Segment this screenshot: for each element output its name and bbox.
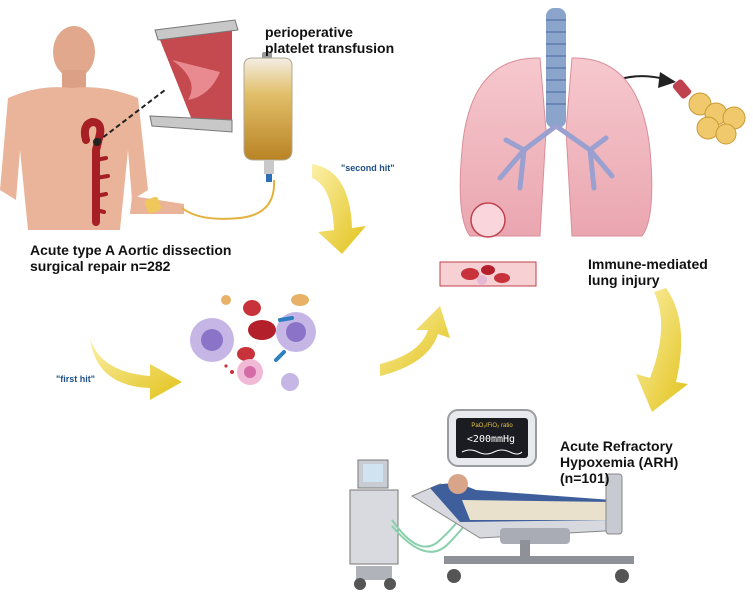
to-arh-arrow: [636, 288, 688, 412]
oxygen-monitor-icon: [447, 409, 537, 467]
iv-line: [181, 179, 276, 220]
ventilator-icon: [349, 459, 473, 590]
iv-bag-icon: [243, 52, 293, 182]
lungs-icon: [459, 8, 653, 238]
monitor-title: PaO₂/FiO₂ ratio: [471, 423, 513, 429]
first-hit-label: "first hit": [56, 374, 96, 384]
monitor-value: <200mmHg: [466, 434, 516, 445]
first-hit-arrow: [90, 338, 182, 400]
arh-label-line3: (n=101): [560, 470, 610, 486]
to-lung-arrow: [380, 306, 450, 376]
surgery-label: Acute type A Aortic dissection surgical …: [30, 242, 231, 274]
transfusion-label-line1: perioperative: [265, 24, 353, 40]
hospital-bed-icon: [410, 473, 634, 583]
arh-label-line1: Acute Refractory: [560, 438, 673, 454]
lung-injury-label: Immune-mediated lung injury: [588, 256, 708, 288]
alveoli-icon: [672, 79, 746, 145]
patient-torso: [0, 26, 184, 230]
surgery-label-line1: Acute type A Aortic dissection: [30, 242, 232, 258]
second-hit-label: "second hit": [341, 163, 395, 173]
immune-cells-cluster: [190, 294, 316, 391]
surgery-label-line2: surgical repair n=282: [30, 258, 171, 274]
arh-label-line2: Hypoxemia (ARH): [560, 454, 679, 470]
transfusion-label: perioperative platelet transfusion: [265, 24, 394, 56]
arh-label: Acute Refractory Hypoxemia (ARH) (n=101): [560, 438, 678, 486]
surgical-retractor-icon: [96, 19, 239, 143]
blood-vessel-icon: [439, 261, 537, 287]
second-hit-arrow: [312, 164, 366, 254]
lung-injury-label-line2: lung injury: [588, 272, 660, 288]
transfusion-label-line2: platelet transfusion: [265, 40, 395, 56]
lung-injury-label-line1: Immune-mediated: [588, 256, 708, 272]
